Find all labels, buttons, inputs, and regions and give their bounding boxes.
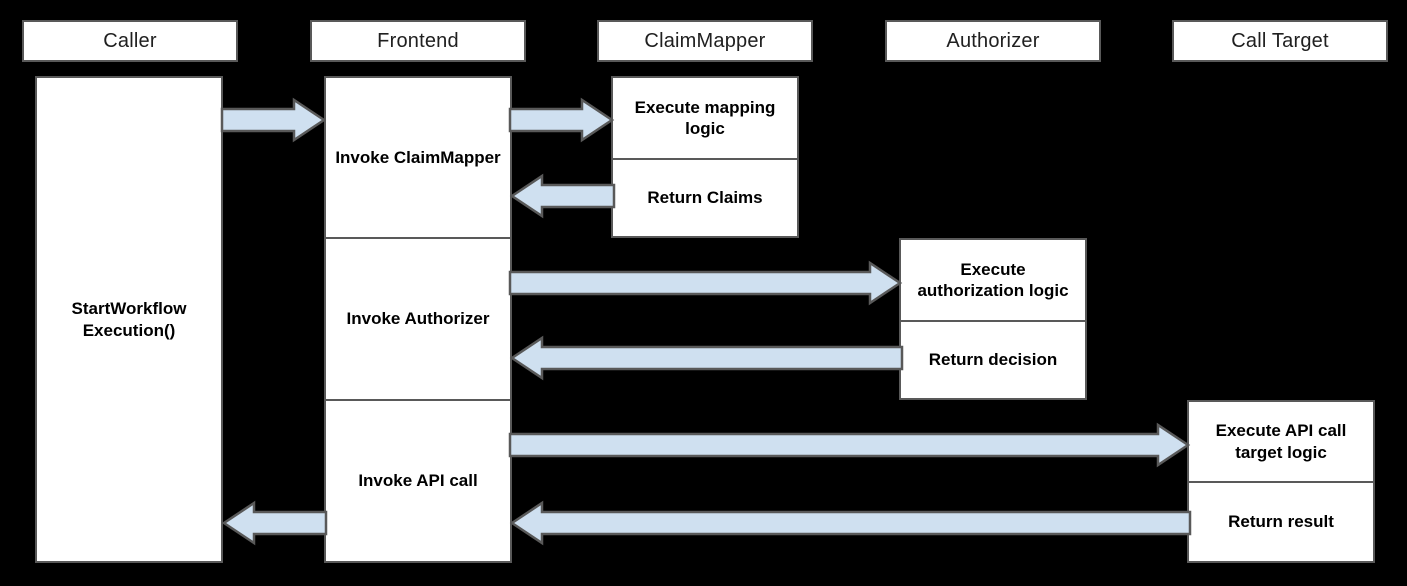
activation-segment-frontend-invoke-claimmapper: Invoke ClaimMapper — [335, 147, 501, 167]
activation-segment-authorizer-execute-authorization-logic: Execute authorization logic — [917, 259, 1069, 300]
lifeline-header-authorizer: Authorizer — [885, 20, 1101, 62]
claimmapper-to-frontend-arrow[interactable] — [509, 173, 616, 219]
activation-segment-caller-startworkflow: StartWorkflow Execution() — [71, 299, 187, 340]
lifeline-label-claimmapper: ClaimMapper — [644, 29, 766, 52]
authorizer-to-frontend-arrow[interactable] — [509, 335, 904, 381]
frontend-to-calltarget-arrow[interactable] — [508, 422, 1191, 468]
frontend-to-caller-arrow[interactable] — [221, 500, 328, 546]
activation-calltarget: Execute API call target logic Return res… — [1187, 400, 1375, 563]
caller-to-frontend-arrow[interactable] — [220, 97, 327, 143]
lifeline-label-authorizer: Authorizer — [946, 29, 1040, 52]
calltarget-to-frontend-arrow[interactable] — [509, 500, 1192, 546]
activation-claimmapper: Execute mapping logic Return Claims — [611, 76, 799, 238]
activation-segment-claimmapper-execute-mapping-logic: Execute mapping logic — [634, 97, 776, 138]
lifeline-label-calltarget: Call Target — [1231, 29, 1329, 52]
lifeline-label-caller: Caller — [103, 29, 157, 52]
frontend-to-claimmapper-arrow[interactable] — [508, 97, 615, 143]
lifeline-header-calltarget: Call Target — [1172, 20, 1388, 62]
lifeline-label-frontend: Frontend — [377, 29, 459, 52]
activation-authorizer: Execute authorization logic Return decis… — [899, 238, 1087, 400]
activation-caller: StartWorkflow Execution() — [35, 76, 223, 563]
frontend-to-authorizer-arrow[interactable] — [508, 260, 903, 306]
activation-segment-frontend-invoke-authorizer: Invoke Authorizer — [326, 237, 510, 399]
lifeline-header-caller: Caller — [22, 20, 238, 62]
lifeline-header-frontend: Frontend — [310, 20, 526, 62]
lifeline-header-claimmapper: ClaimMapper — [597, 20, 813, 62]
activation-frontend: Invoke ClaimMapper Invoke Authorizer Inv… — [324, 76, 512, 563]
activation-segment-calltarget-execute-api-call-target-logic: Execute API call target logic — [1215, 421, 1347, 462]
activation-segment-frontend-invoke-api-call: Invoke API call — [326, 399, 510, 561]
activation-segment-claimmapper-return-claims: Return Claims — [613, 158, 797, 236]
activation-segment-authorizer-return-decision: Return decision — [901, 320, 1085, 398]
activation-segment-calltarget-return-result: Return result — [1189, 481, 1373, 561]
